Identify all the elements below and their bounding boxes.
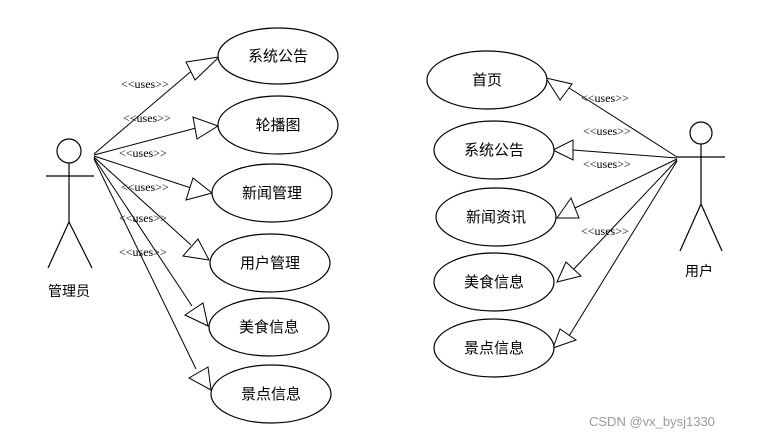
user-use-case-ellipse-3 <box>435 187 557 247</box>
user-right-leg <box>700 203 723 252</box>
user-assoc-line-4 <box>572 159 678 271</box>
admin-use-case-label-3: 新闻管理 <box>242 184 302 202</box>
admin-use-case-ellipse-1 <box>217 27 339 85</box>
user-left-leg <box>679 203 702 252</box>
admin-arrowhead-5 <box>183 302 209 327</box>
user-actor <box>677 121 725 252</box>
user-arrowhead-3 <box>556 196 580 219</box>
admin-assoc-line-2 <box>93 127 197 156</box>
user-arrowhead-1 <box>544 77 573 101</box>
user-uses-label-2: <<uses>> <box>583 124 631 138</box>
admin-label: 管理员 <box>48 284 90 300</box>
admin-actor <box>46 138 94 269</box>
admin-uses-label-1: <<uses>> <box>121 77 169 91</box>
user-uses-label-3: <<uses>> <box>583 157 631 171</box>
admin-use-case-label-1: 系统公告 <box>248 47 308 65</box>
user-uses-label-4: <<uses>> <box>581 224 629 238</box>
admin-assoc-line-4 <box>93 156 192 246</box>
admin-use-case-ellipse-3 <box>211 163 333 223</box>
admin-arrowhead-1 <box>185 56 221 81</box>
user-uses-label-1: <<uses>> <box>581 91 629 105</box>
admin-head <box>56 138 82 164</box>
admin-right-leg <box>68 221 93 269</box>
admin-assoc-line-1 <box>93 67 196 155</box>
admin-use-case-ellipse-5 <box>208 297 330 357</box>
user-use-case-label-4: 美食信息 <box>464 273 524 291</box>
admin-use-case-ellipse-6 <box>210 364 332 424</box>
admin-assoc-line-6 <box>93 158 197 370</box>
user-use-case-label-1: 首页 <box>472 71 502 89</box>
admin-use-case-label-2: 轮播图 <box>255 116 300 134</box>
user-use-case-ellipse-2 <box>433 120 555 180</box>
admin-use-case-label-6: 景点信息 <box>241 385 301 403</box>
admin-left-leg <box>47 221 70 269</box>
admin-uses-label-5: <<uses>> <box>119 211 167 225</box>
user-arrowhead-5 <box>552 328 578 349</box>
user-arrowhead-4 <box>556 261 583 283</box>
user-use-case-label-2: 系统公告 <box>464 141 524 159</box>
admin-uses-label-6: <<uses>> <box>119 245 167 259</box>
admin-assoc-line-5 <box>93 157 193 307</box>
user-assoc-line-2 <box>572 149 678 159</box>
admin-use-case-label-5: 美食信息 <box>239 318 299 336</box>
admin-uses-label-4: <<uses>> <box>121 180 169 194</box>
user-assoc-line-3 <box>574 158 678 209</box>
user-use-case-label-5: 景点信息 <box>464 339 524 357</box>
user-label: 用户 <box>685 263 713 280</box>
admin-arrowhead-4 <box>182 238 210 261</box>
user-arrowhead-2 <box>551 139 574 161</box>
user-use-case-ellipse-4 <box>433 252 555 312</box>
user-use-case-label-3: 新闻资讯 <box>466 208 526 226</box>
admin-uses-label-2: <<uses>> <box>123 111 171 125</box>
user-assoc-line-5 <box>568 160 678 337</box>
admin-assoc-line-3 <box>93 155 192 189</box>
admin-use-case-label-4: 用户管理 <box>240 254 300 272</box>
admin-use-case-ellipse-2 <box>217 95 339 155</box>
admin-use-case-ellipse-4 <box>209 233 331 293</box>
admin-arrowhead-2 <box>192 116 220 140</box>
user-assoc-line-1 <box>565 85 678 158</box>
admin-arrowhead-3 <box>185 177 214 201</box>
user-use-case-ellipse-5 <box>433 318 555 378</box>
admin-arrowhead-6 <box>187 366 212 391</box>
admin-uses-label-3: <<uses>> <box>119 146 167 160</box>
user-head <box>689 121 713 145</box>
user-use-case-ellipse-1 <box>426 50 548 110</box>
watermark: CSDN @vx_bysj1330 <box>589 414 715 429</box>
